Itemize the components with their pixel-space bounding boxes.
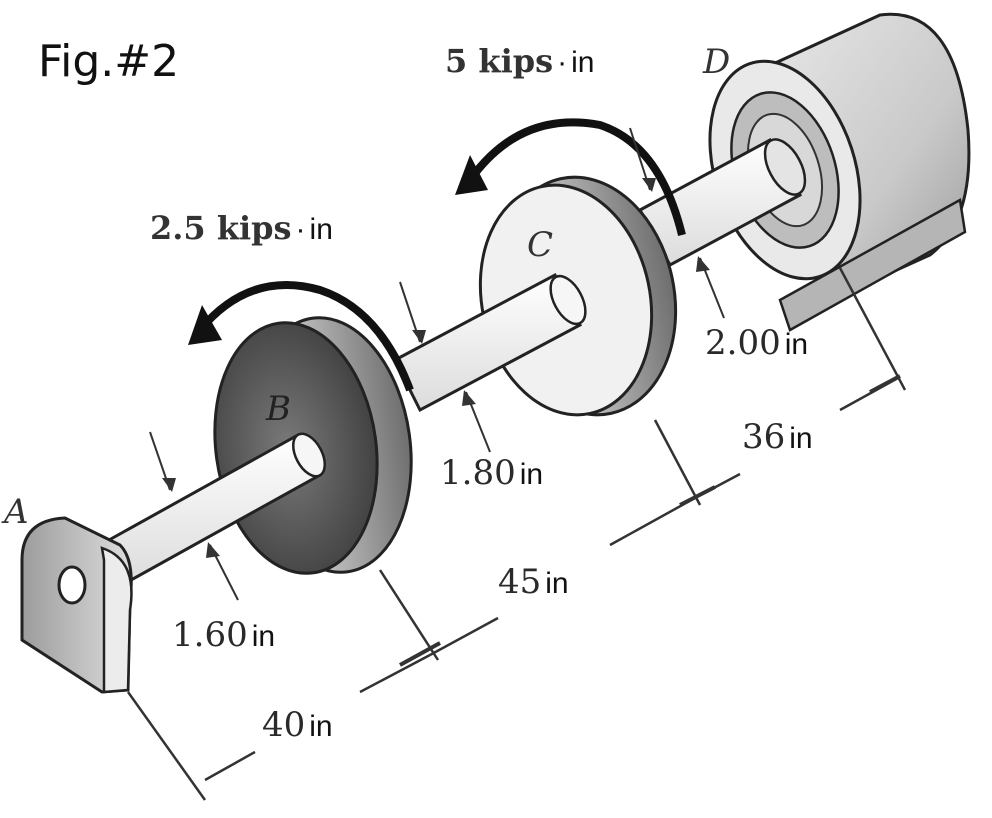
diameter-mark-cd bbox=[629, 127, 725, 319]
length-cd-label: 36 in bbox=[742, 420, 813, 454]
length-ab-value: 40 bbox=[262, 705, 306, 745]
point-d-label: D bbox=[703, 42, 731, 82]
diameter-mark-ab bbox=[149, 431, 239, 601]
torque-arrow-b bbox=[188, 281, 414, 392]
diameter-ab-value: 1.60 bbox=[172, 615, 248, 655]
length-ab-label: 40 in bbox=[262, 708, 333, 742]
point-c-label: C bbox=[527, 225, 554, 265]
diameter-cd-value: 2.00 bbox=[705, 323, 781, 363]
length-bc-unit: in bbox=[545, 567, 569, 600]
diameter-ab-label: 1.60 in bbox=[172, 618, 275, 652]
diameter-mark-bc bbox=[399, 281, 491, 453]
diameter-cd-unit: in bbox=[784, 328, 809, 361]
torque-b-value: 2.5 kips bbox=[150, 209, 292, 247]
torque-arrow-c bbox=[455, 118, 686, 236]
torque-c-label: 5 kips · in bbox=[445, 45, 594, 78]
torque-c-unit: in bbox=[571, 46, 595, 79]
diameter-bc-label: 1.80 in bbox=[440, 456, 543, 490]
length-cd-value: 36 bbox=[742, 417, 786, 457]
diameter-ab-unit: in bbox=[251, 620, 276, 653]
diameter-bc-unit: in bbox=[519, 458, 544, 491]
torque-b-label: 2.5 kips · in bbox=[150, 212, 333, 245]
diameter-cd-label: 2.00 in bbox=[705, 326, 808, 360]
bracket-a bbox=[20, 516, 133, 694]
shaft-bc bbox=[393, 272, 587, 413]
diameter-bc-value: 1.80 bbox=[440, 453, 516, 493]
length-dimension-lines bbox=[126, 267, 907, 801]
length-bc-value: 45 bbox=[498, 562, 542, 602]
torque-b-unit: in bbox=[309, 213, 333, 246]
point-b-label: B bbox=[266, 389, 291, 429]
figure-title: Fig.#2 bbox=[38, 36, 180, 87]
length-bc-label: 45 in bbox=[498, 565, 569, 599]
torque-b-separator: · bbox=[295, 213, 306, 246]
length-cd-unit: in bbox=[789, 422, 813, 455]
torque-c-separator: · bbox=[557, 46, 568, 79]
length-ab-unit: in bbox=[309, 710, 333, 743]
torque-c-value: 5 kips bbox=[445, 42, 554, 80]
point-a-label: A bbox=[4, 492, 29, 532]
